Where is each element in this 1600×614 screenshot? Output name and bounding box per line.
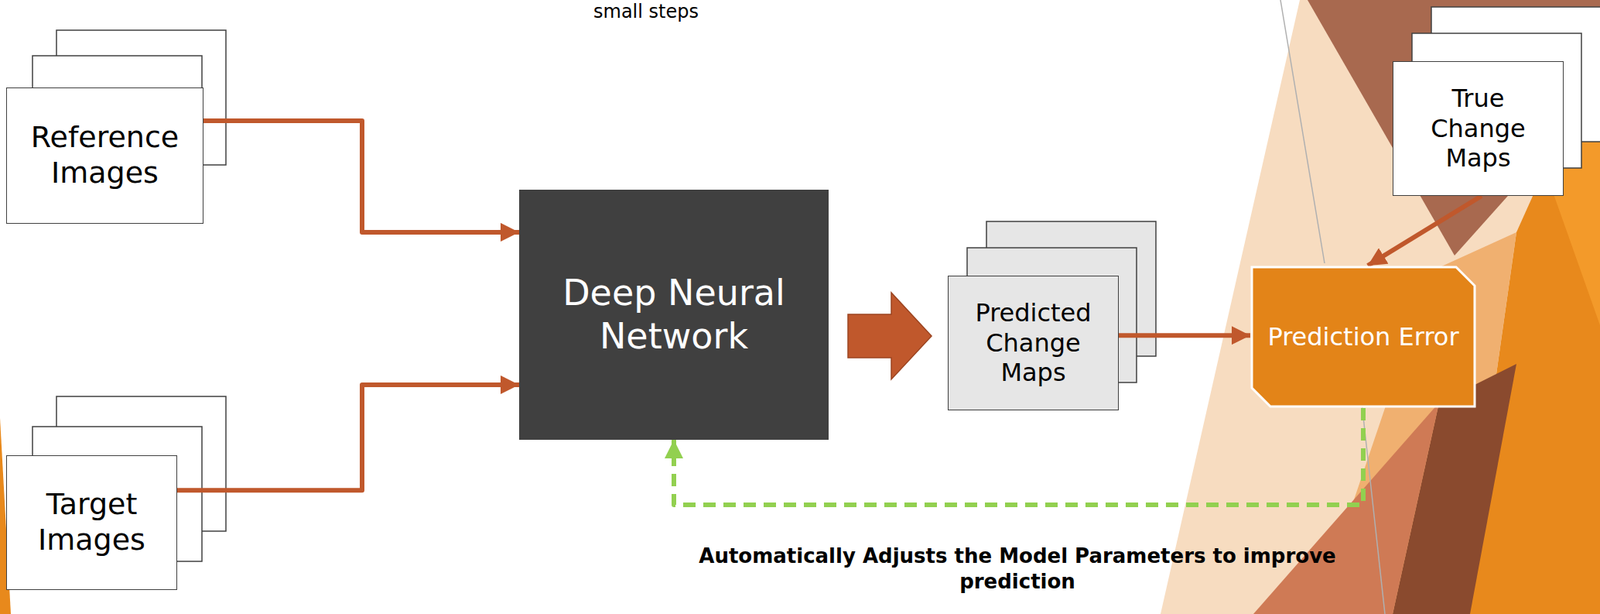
note-text: small steps: [541, 0, 751, 24]
ground-truth-stack-box: True Change Maps: [1392, 61, 1564, 196]
flow-arrow: [1367, 195, 1482, 266]
node-label: True Change Maps: [1401, 83, 1556, 173]
flow-arrow: [1118, 332, 1251, 338]
caption-note: Automatically Adjusts the Model Paramete…: [676, 543, 1358, 594]
flow-arrow: [177, 384, 520, 490]
input-stack-box: Target Images: [6, 454, 178, 590]
background-line: [1280, 0, 1325, 264]
block-arrow: [847, 292, 932, 380]
node-label: Deep Neural Network: [526, 271, 821, 357]
node-label: Predicted Change Maps: [956, 297, 1111, 387]
output-stack-box: Predicted Change Maps: [947, 275, 1119, 411]
background-shape: [1160, 0, 1600, 614]
input-stack-box: Reference Images: [6, 87, 204, 224]
node-label: Reference Images: [14, 119, 195, 191]
model-box: Deep Neural Network: [519, 189, 829, 440]
node-label: Target Images: [14, 486, 169, 558]
flow-arrow: [203, 120, 520, 233]
cut-corner-outline: [1251, 266, 1475, 407]
background-shape: [1253, 402, 1440, 614]
error-box: Prediction Error: [1250, 265, 1477, 408]
node-label: Prediction Error: [1267, 321, 1459, 352]
